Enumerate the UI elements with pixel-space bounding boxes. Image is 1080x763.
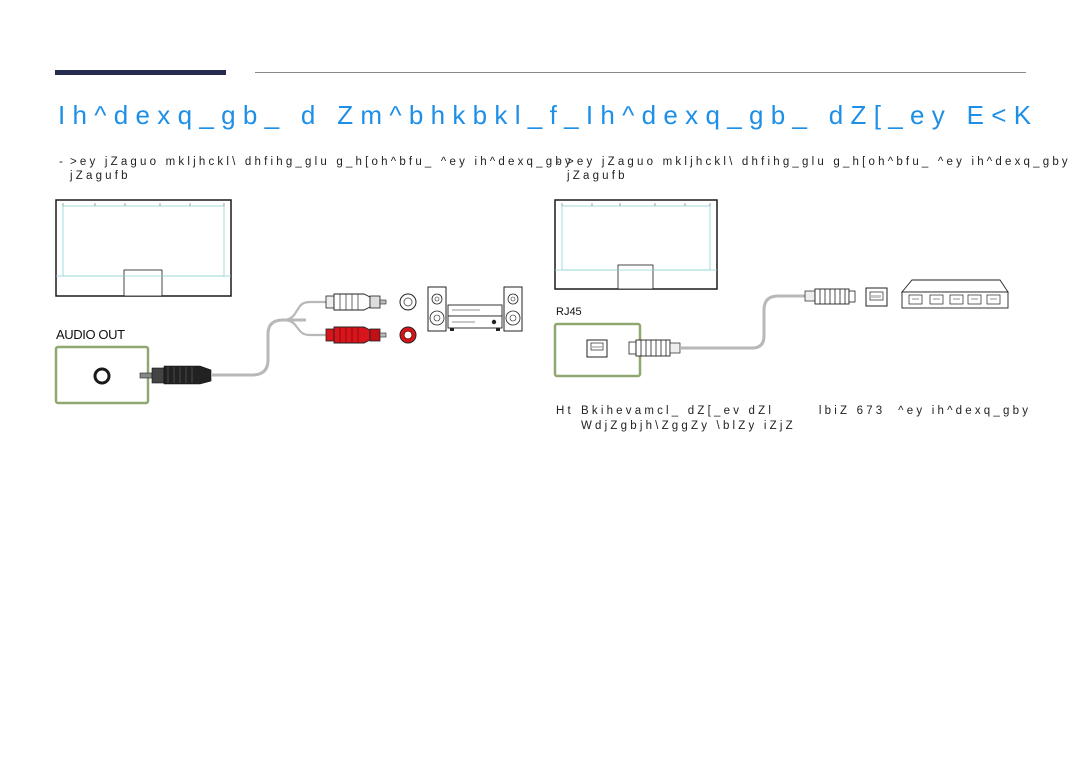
left-bullet: - xyxy=(59,156,67,168)
page-title: Ih^dexq_gb_ d Zm^bhkbkl_f_Ih^dexq_gb_ dZ… xyxy=(58,100,1039,130)
rj45-label: RJ45 xyxy=(556,306,582,318)
left-text-line1: >ey jZaguo mkljhckl\ dhfihg_glu g_h[oh^b… xyxy=(70,156,574,168)
monitor-right-illustration xyxy=(554,199,718,290)
monitor-left-illustration xyxy=(55,199,232,297)
right-bullet: - xyxy=(556,156,564,168)
right-text-line2: jZagufb xyxy=(567,170,628,182)
note-line1: Bkihevamcl_ dZ[_ev dZl lbiZ 673 ^ey ih^d… xyxy=(581,405,1032,417)
note-prefix: Ht xyxy=(556,405,574,417)
note-line2: WdjZgbjh\ZggZy \blZy iZjZ xyxy=(581,420,796,432)
rca-white-plug-illustration xyxy=(325,293,417,311)
header-rule xyxy=(255,72,1026,73)
rca-red-plug-illustration xyxy=(325,326,417,344)
audio-out-port-illustration xyxy=(54,345,150,405)
right-text-line1: >ey jZaguo mkljhckl\ dhfihg_glu g_h[oh^b… xyxy=(567,156,1071,168)
network-switch-illustration xyxy=(901,279,1009,309)
audio-cable-illustration xyxy=(139,300,326,385)
stereo-system-illustration xyxy=(427,286,523,332)
lan-cable-illustration xyxy=(628,288,856,357)
left-text-line2: jZagufb xyxy=(70,170,131,182)
header-accent-bar xyxy=(55,70,226,75)
rj45-port-illustration xyxy=(553,322,642,378)
audio-out-label: AUDIO OUT xyxy=(56,327,125,342)
lan-wall-port-illustration xyxy=(865,287,888,307)
